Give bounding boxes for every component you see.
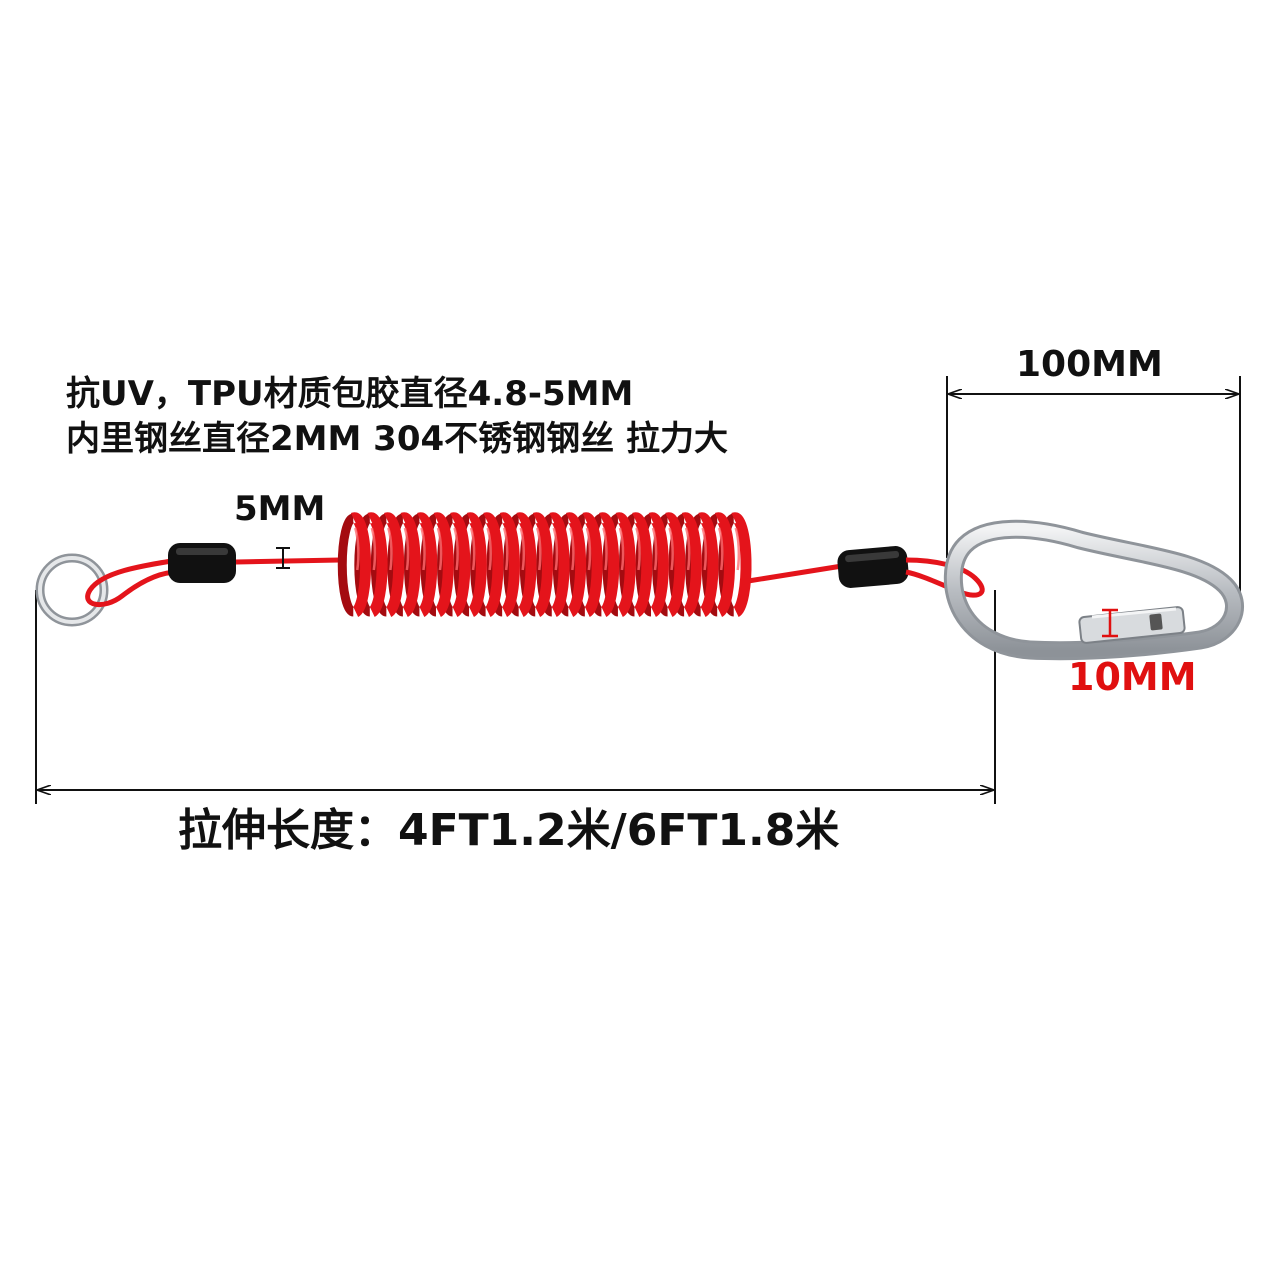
coil-turn-highlight [387, 527, 393, 571]
coil-turn-front [565, 512, 587, 617]
coil-turn-highlight [635, 527, 641, 571]
right-sleeve [837, 546, 909, 588]
coil-turn-highlight [651, 527, 658, 571]
stretch-length-label: 拉伸长度：4FT1.2米/6FT1.8米 [178, 805, 840, 856]
coil-turn-front [648, 512, 669, 617]
coil-turn-highlight [370, 527, 377, 571]
coil-turn-front [350, 512, 372, 617]
cable-right-lead [741, 563, 843, 585]
coil-turn-highlight [420, 527, 426, 571]
cable-diameter-marker [276, 547, 290, 569]
spec-line-1: 抗UV，TPU材质包胶直径4.8-5MM [66, 374, 634, 414]
coil-turn-front [516, 512, 537, 617]
coil-turn-front [367, 512, 388, 617]
cable-right-loop [905, 557, 985, 598]
coil-turn-highlight [469, 527, 476, 571]
coil-turn-front [681, 512, 702, 617]
carabiner-length-label: 100MM [1016, 344, 1163, 385]
length-dimension [35, 590, 996, 804]
coil-turn-front [433, 512, 454, 617]
coil-turn-front [615, 512, 636, 617]
coil-turn-front [383, 512, 405, 617]
coil-turn-front [698, 512, 719, 617]
coil-turn-highlight [684, 527, 691, 571]
coil-turn-front [532, 512, 554, 617]
coil-turn-highlight [354, 527, 360, 571]
coil-turn-highlight [717, 527, 724, 571]
key-ring-icon [35, 553, 109, 627]
coil-turn-front [499, 512, 520, 617]
coil-turn-highlight [552, 527, 559, 571]
coil-turn-highlight [569, 527, 575, 571]
cable-left-loop [85, 557, 179, 608]
coil-turn-front [466, 512, 487, 617]
coil-turn-highlight [585, 527, 592, 571]
coil-turn-highlight [618, 527, 625, 571]
coil-turn-front [632, 512, 653, 617]
coil-turn-front [599, 512, 620, 617]
coil-turn-highlight [502, 527, 509, 571]
coil-turn-highlight [453, 527, 459, 571]
gate-width-label: 10MM [1068, 655, 1197, 699]
coil-turn-front [665, 512, 686, 617]
carabiner-icon [943, 519, 1244, 661]
cable-left-lead [235, 557, 341, 565]
coil-turn-front [483, 512, 504, 617]
coil-turn-highlight [734, 527, 741, 571]
coil-turn-highlight [519, 527, 526, 571]
coil-turn-highlight [486, 527, 492, 571]
coil-turn-front [417, 512, 438, 617]
coil-turn-highlight [436, 527, 443, 571]
coiled-cable [337, 512, 752, 617]
coil-turn-highlight [602, 527, 608, 571]
carabiner-dimension [946, 376, 1241, 596]
cable-diameter-label: 5MM [234, 489, 326, 529]
spec-line-2: 内里钢丝直径2MM 304不锈钢钢丝 拉力大 [66, 419, 728, 459]
coil-turn-front [714, 512, 735, 617]
coil-turn-front [582, 512, 603, 617]
coil-turn-front [549, 512, 570, 617]
coil-turn-front [731, 512, 752, 617]
coil-turn-front [400, 512, 421, 617]
coil-turn-highlight [536, 527, 542, 571]
gate-width-marker [1102, 608, 1118, 638]
coil-turn-highlight [668, 527, 674, 571]
coil-turn-back [337, 513, 355, 617]
coil-turn-highlight [701, 527, 707, 571]
coil-turn-front [450, 512, 471, 617]
coil-turn-highlight [403, 527, 410, 571]
